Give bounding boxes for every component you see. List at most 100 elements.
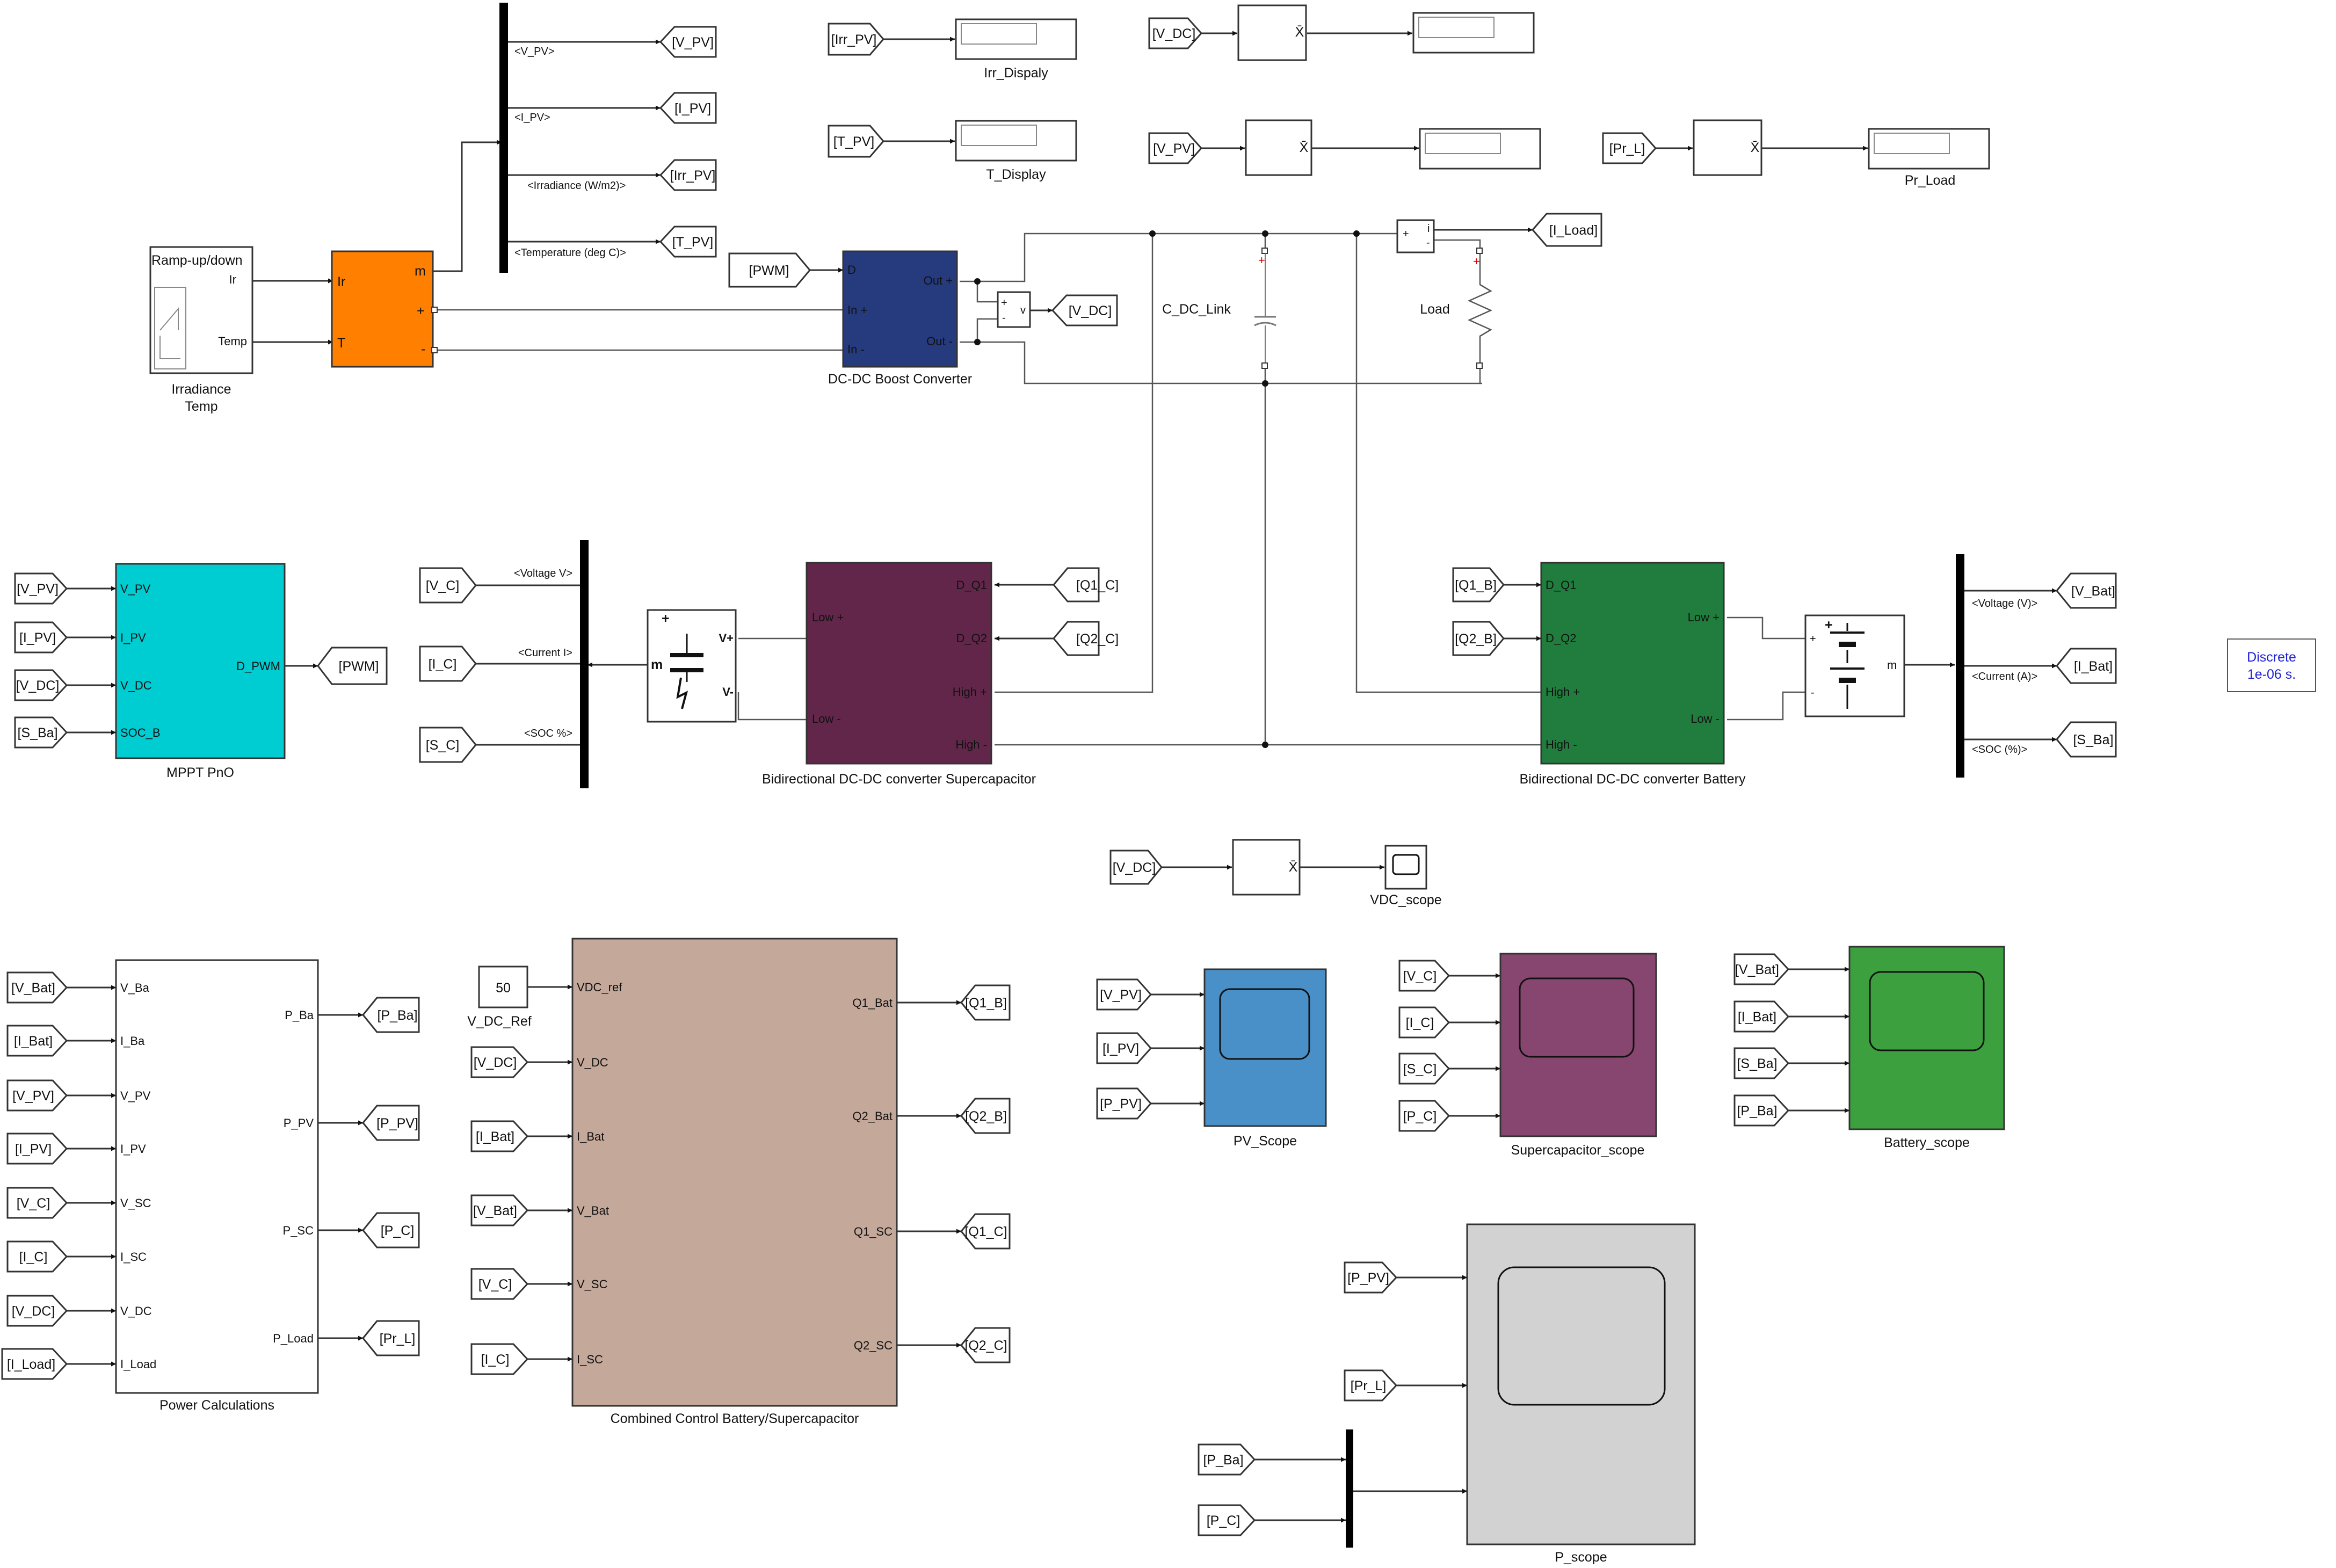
pv-bus-selector[interactable]: <V_PV> <I_PV> <Irradiance (W/m2)> <Tempe… (499, 3, 626, 273)
mean-block-vdc-scope[interactable]: X̄ (1232, 839, 1301, 896)
from-iload-pc[interactable]: [I_Load] (1, 1348, 68, 1380)
irr-display-block[interactable]: Irr_Dispaly (955, 18, 1077, 81)
from-vpv-pvscope[interactable]: [V_PV] (1096, 978, 1152, 1011)
svg-text:[S_C]: [S_C] (1403, 1062, 1437, 1077)
goto-sba-tag[interactable]: [S_Ba] (2056, 721, 2117, 758)
from-tpv-tag[interactable]: [T_PV] (828, 125, 884, 158)
from-pc-scscope[interactable]: [P_C] (1398, 1100, 1450, 1132)
goto-vbat-tag[interactable]: [V_Bat] (2056, 572, 2117, 609)
vdc-scope-block[interactable]: VDC_scope (1370, 845, 1442, 908)
pr-load-display-block[interactable]: Pr_Load (1868, 128, 1990, 188)
from-vpv-tag-top[interactable]: [V_PV] (1148, 132, 1203, 164)
from-irrpv-tag[interactable]: [Irr_PV] (828, 23, 884, 56)
power-calculations-block[interactable]: V_Ba I_Ba V_PV I_PV V_SC I_SC V_DC I_Loa… (115, 959, 319, 1413)
battery-block[interactable]: + - m + (1804, 614, 1905, 717)
goto-ipv-tag[interactable]: [I_PV] (659, 92, 717, 124)
from-q2b-tag[interactable]: [Q2_B] (1452, 621, 1505, 656)
supercapacitor-scope-block[interactable]: Supercapacitor_scope (1499, 953, 1657, 1158)
goto-sc-tag[interactable]: [S_C] (419, 727, 477, 763)
mean-block-vdc[interactable]: X̄ (1237, 4, 1307, 61)
from-prl-tag-top[interactable]: [Pr_L] (1602, 132, 1657, 164)
t-display-block[interactable]: T_Display (955, 120, 1077, 182)
from-vpv-pc[interactable]: [V_PV] (6, 1079, 68, 1112)
mppt-block[interactable]: V_PV I_PV V_DC SOC_B D_PWM MPPT PnO (115, 563, 286, 780)
battery-scope-block[interactable]: Battery_scope (1848, 946, 2005, 1150)
from-ipv-mppt[interactable]: [I_PV] (14, 621, 68, 654)
from-vdc-mppt[interactable]: [V_DC] (14, 669, 68, 701)
goto-iload-tag[interactable]: [I_Load] (1532, 213, 1602, 247)
irradiance-temp-source-block[interactable]: Ramp-up/down Ir Temp Irradiance Temp (149, 246, 253, 414)
from-pwm-tag[interactable]: [PWM] (728, 252, 811, 288)
from-q2c-tag[interactable]: [Q2_C] (1053, 621, 1119, 656)
from-vbat-batscope[interactable]: [V_Bat] (1733, 953, 1790, 985)
from-ic-scscope[interactable]: [I_C] (1398, 1006, 1450, 1039)
mean-block-vpv[interactable]: X̄ (1245, 119, 1312, 176)
from-ic-pc[interactable]: [I_C] (6, 1240, 68, 1273)
from-prl-pscope[interactable]: [Pr_L] (1344, 1369, 1398, 1402)
goto-pwm-tag[interactable]: [PWM] (317, 647, 388, 685)
boost-converter-block[interactable]: D In + In - Out + Out - DC-DC Boost Conv… (828, 250, 972, 387)
pv-scope-block[interactable]: PV_Scope (1203, 968, 1327, 1149)
from-pc-pscope[interactable]: [P_C] (1198, 1504, 1256, 1536)
from-vdc-tag-top[interactable]: [V_DC] (1148, 17, 1203, 49)
from-ppv-pscope[interactable]: [P_PV] (1344, 1261, 1398, 1294)
current-measurement-block[interactable]: + - i (1396, 219, 1435, 253)
from-ibat-pc[interactable]: [I_Bat] (6, 1025, 68, 1057)
from-q1c-tag[interactable]: [Q1_C] (1053, 567, 1119, 602)
goto-q2c-tag[interactable]: [Q2_C] (960, 1327, 1011, 1363)
goto-pc-tag[interactable]: [P_C] (362, 1212, 420, 1248)
from-ibat-batscope[interactable]: [I_Bat] (1733, 1000, 1790, 1033)
pv-array-block[interactable]: Ir T m + - (331, 250, 438, 368)
from-vbat-pc[interactable]: [V_Bat] (6, 971, 68, 1004)
dc-link-capacitor[interactable]: + C_DC_Link (1162, 248, 1276, 369)
goto-vpv-tag[interactable]: [V_PV] (659, 26, 717, 58)
vpv-display-block[interactable] (1419, 128, 1541, 170)
goto-pba-tag[interactable]: [P_Ba] (362, 997, 420, 1033)
from-pba-batscope[interactable]: [P_Ba] (1733, 1094, 1790, 1127)
goto-vc-tag[interactable]: [V_C] (419, 567, 477, 604)
from-vc-pc[interactable]: [V_C] (6, 1187, 68, 1219)
battery-bus-selector[interactable]: <Voltage (V)> <Current (A)> <SOC (%)> (1956, 554, 2037, 778)
powergui-solver-block[interactable]: Discrete 1e-06 s. (2227, 638, 2316, 692)
from-sba-mppt[interactable]: [S_Ba] (14, 716, 68, 749)
bidirectional-converter-battery[interactable]: D_Q1 D_Q2 High + High - Low + Low - Bidi… (1520, 562, 1746, 787)
goto-prl-tag[interactable]: [Pr_L] (362, 1320, 420, 1356)
mean-block-prl[interactable]: X̄ (1693, 119, 1762, 176)
bidirectional-converter-supercap[interactable]: Low + Low - D_Q1 D_Q2 High + High - Bidi… (762, 562, 1036, 787)
from-sba-batscope[interactable]: [S_Ba] (1733, 1047, 1790, 1079)
from-vdc-ctrl[interactable]: [V_DC] (470, 1046, 529, 1078)
from-ipv-pvscope[interactable]: [I_PV] (1096, 1032, 1152, 1064)
goto-ppv-tag[interactable]: [P_PV] (362, 1105, 420, 1141)
from-vdc-tag-mid[interactable]: [V_DC] (1109, 850, 1163, 885)
from-ppv-pvscope[interactable]: [P_PV] (1096, 1087, 1152, 1120)
combined-control-block[interactable]: VDC_ref V_DC I_Bat V_Bat V_SC I_SC Q1_Ba… (571, 938, 898, 1426)
goto-tpv-tag[interactable]: [T_PV] (659, 226, 717, 258)
goto-q1c-tag[interactable]: [Q1_C] (960, 1213, 1011, 1250)
vdc-ref-constant[interactable]: 50 V_DC_Ref (467, 966, 532, 1029)
supercapacitor-block[interactable]: + m V+ V- (647, 609, 737, 723)
voltage-measurement-block[interactable]: + - v (997, 291, 1031, 328)
from-vdc-pc[interactable]: [V_DC] (6, 1295, 68, 1327)
goto-q1b-tag[interactable]: [Q1_B] (960, 984, 1011, 1021)
from-pba-pscope[interactable]: [P_Ba] (1198, 1443, 1256, 1476)
from-ipv-pc[interactable]: [I_PV] (6, 1133, 68, 1165)
from-vpv-mppt[interactable]: [V_PV] (14, 572, 68, 605)
svg-text:P_SC: P_SC (283, 1224, 314, 1237)
goto-ibat-tag[interactable]: [I_Bat] (2056, 648, 2117, 684)
goto-irrpv-tag[interactable]: [Irr_PV] (659, 159, 717, 191)
from-vbat-ctrl[interactable]: [V_Bat] (470, 1194, 529, 1226)
load-resistor[interactable]: + Load (1420, 248, 1493, 369)
from-sc-scscope[interactable]: [S_C] (1398, 1052, 1450, 1085)
from-q1b-tag[interactable]: [Q1_B] (1452, 567, 1505, 602)
solver-step: 1e-06 s. (2247, 667, 2296, 682)
from-vc-scscope[interactable]: [V_C] (1398, 960, 1450, 992)
p-scope-block[interactable]: P_scope (1466, 1223, 1696, 1565)
goto-vdc-tag[interactable]: [V_DC] (1051, 294, 1118, 326)
from-vc-ctrl[interactable]: [V_C] (470, 1268, 529, 1300)
vdc-display-block[interactable] (1412, 12, 1535, 54)
from-ic-ctrl[interactable]: [I_C] (470, 1343, 529, 1375)
from-ibat-ctrl[interactable]: [I_Bat] (470, 1120, 529, 1152)
supercap-bus-selector[interactable]: <Voltage V> <Current I> <SOC %> (514, 540, 589, 788)
goto-ic-tag[interactable]: [I_C] (419, 645, 477, 682)
goto-q2b-tag[interactable]: [Q2_B] (960, 1098, 1011, 1134)
